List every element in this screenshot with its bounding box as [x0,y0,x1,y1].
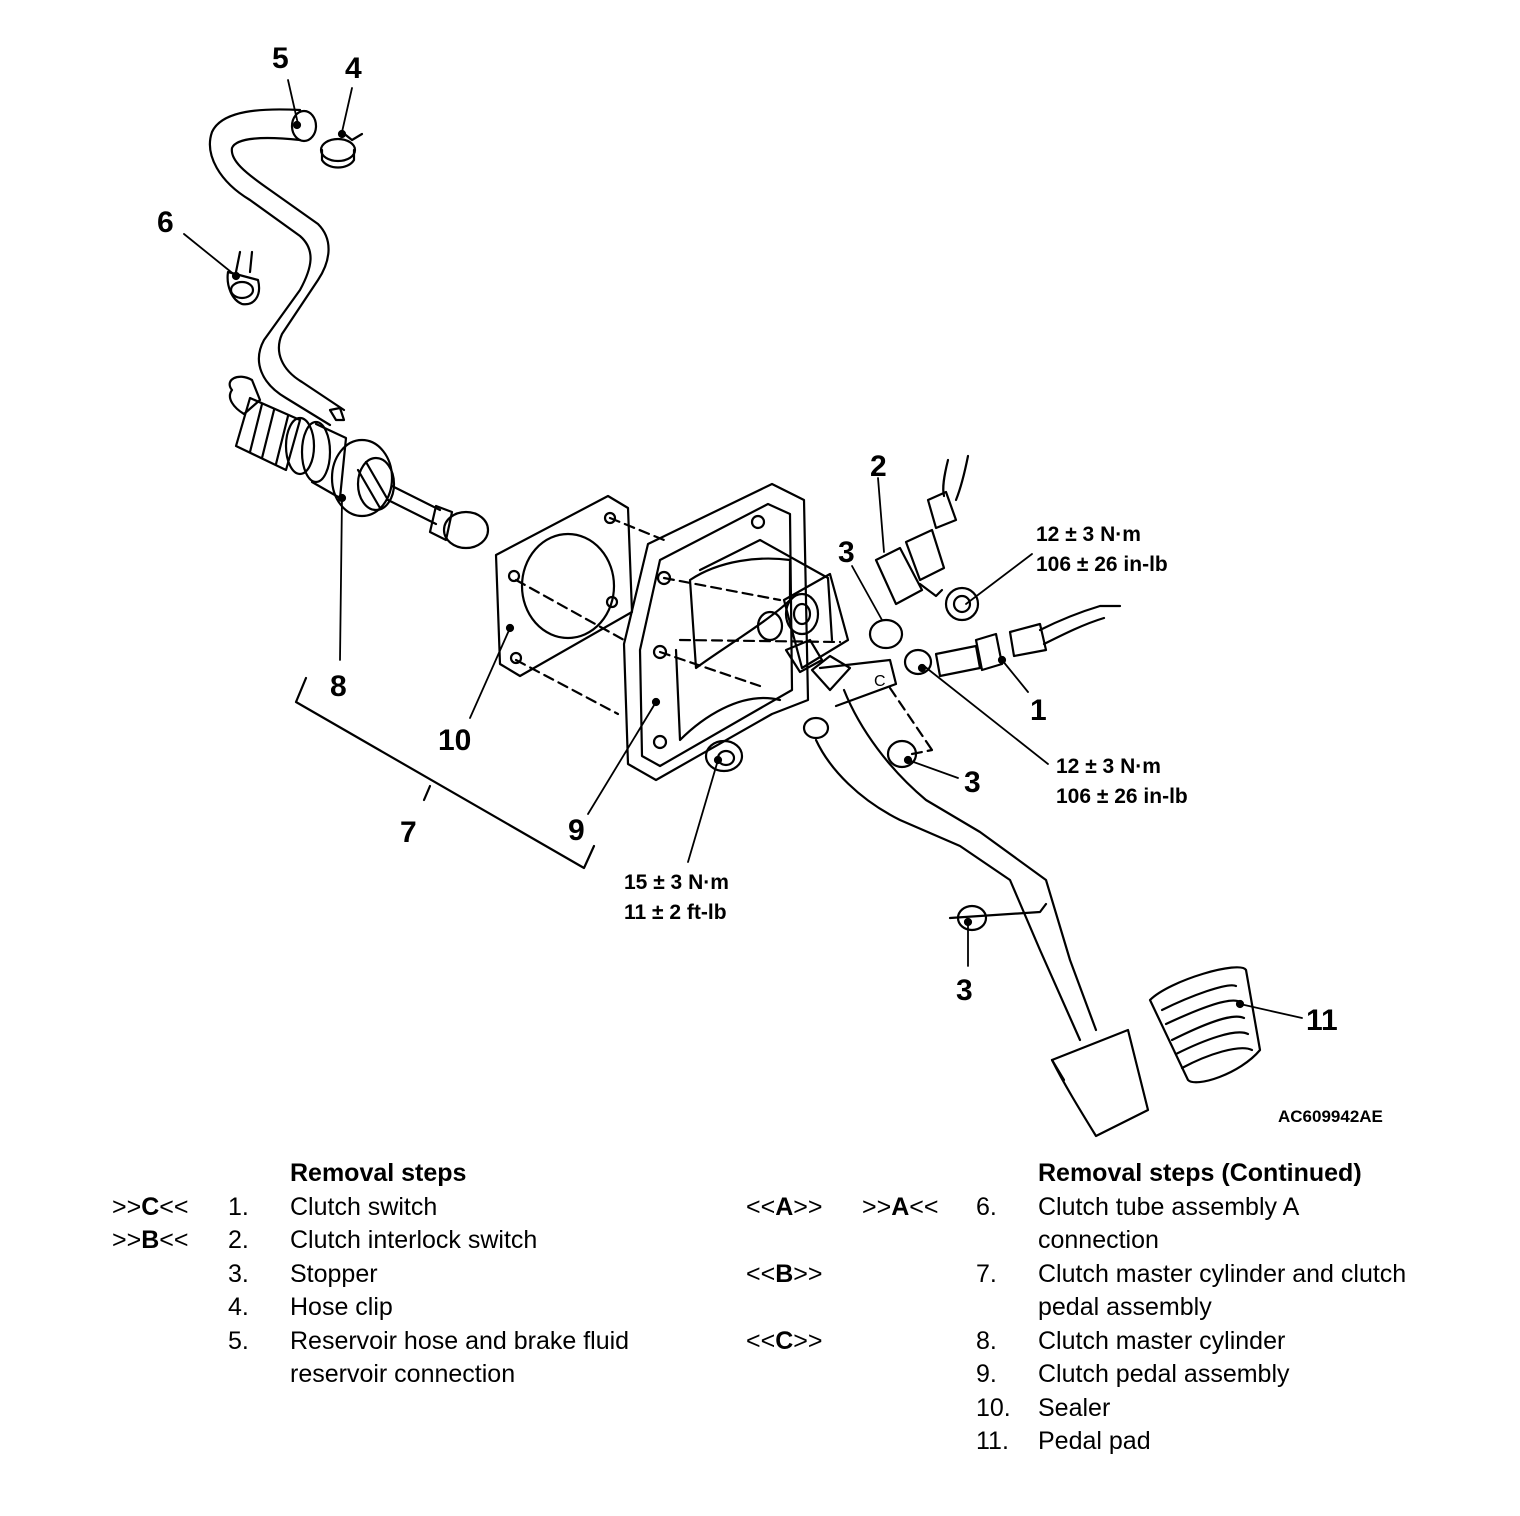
list-item: <<C>> 8. Clutch master cylinder [746,1326,1286,1355]
clutch-pedal-arm: C [782,572,1150,1138]
torque-switch1-nm: 12 ± 3 N·m [1056,755,1161,778]
hose-clip [319,129,364,169]
callout-11: 11 [1306,1004,1338,1037]
reservoir-hose [208,108,346,427]
bracket-nut [704,739,744,773]
callout-5: 5 [272,42,289,75]
alignment-lines [514,516,934,756]
clutch-master-cylinder [228,375,490,550]
list-item: 9. Clutch pedal assembly [976,1360,1290,1388]
sealer-gasket [494,494,634,678]
callout-8: 8 [330,670,347,703]
list-item: pedal assembly [1038,1293,1212,1321]
callout-2: 2 [870,450,887,483]
torque-switch2-inlb: 106 ± 26 in-lb [1036,553,1168,576]
leader-lines [183,79,1303,1019]
torque-nut-ftlb: 11 ± 2 ft-lb [624,901,727,924]
list-item: reservoir connection [290,1360,516,1388]
stopper [868,618,1048,932]
callout-10: 10 [438,724,471,757]
exploded-parts-diagram: C [157,42,1383,1138]
removal-steps-continued-header: Removal steps (Continued) [1038,1159,1362,1187]
list-item: 11. Pedal pad [976,1427,1151,1455]
svg-text:C: C [874,673,886,690]
torque-switch1-inlb: 106 ± 26 in-lb [1056,785,1188,808]
list-item: >>C<< 1. Clutch switch [112,1192,438,1221]
clutch-pedal-bracket [622,482,834,782]
removal-steps-left: Removal steps >>C<< 1. Clutch switch >>B… [112,1157,732,1392]
list-item: connection [1038,1226,1159,1254]
clutch-interlock-switch [874,454,980,622]
list-item: >>B<< 2. Clutch interlock switch [112,1226,538,1254]
list-item: 4. Hose clip [228,1293,393,1321]
clutch-tube-connection [226,250,261,306]
callout-3-top: 3 [838,536,855,569]
callout-9: 9 [568,814,585,847]
list-item: <<B>> 7. Clutch master cylinder and clut… [746,1259,1407,1288]
callout-6: 6 [157,206,174,239]
removal-steps-header: Removal steps [290,1159,467,1187]
list-item: 5. Reservoir hose and brake fluid [228,1326,630,1355]
list-item: <<A>> >>A<< 6. Clutch tube assembly A [746,1192,1300,1221]
torque-nut-nm: 15 ± 3 N·m [624,871,729,894]
callout-3-bottom: 3 [956,974,973,1007]
list-item: 3. Stopper [228,1259,378,1288]
torque-switch2-nm: 12 ± 3 N·m [1036,523,1141,546]
callout-4: 4 [345,52,362,85]
pedal-pad [1148,966,1262,1084]
assembly-bracket-7 [294,676,596,870]
figure-id: AC609942AE [1278,1107,1383,1126]
clutch-switch [903,604,1122,678]
list-item: 10. Sealer [976,1393,1111,1422]
removal-steps-right: Removal steps (Continued) <<A>> >>A<< 6.… [746,1157,1506,1459]
callout-7: 7 [400,816,417,849]
callout-1: 1 [1030,694,1047,727]
callout-3-middle: 3 [964,766,981,799]
